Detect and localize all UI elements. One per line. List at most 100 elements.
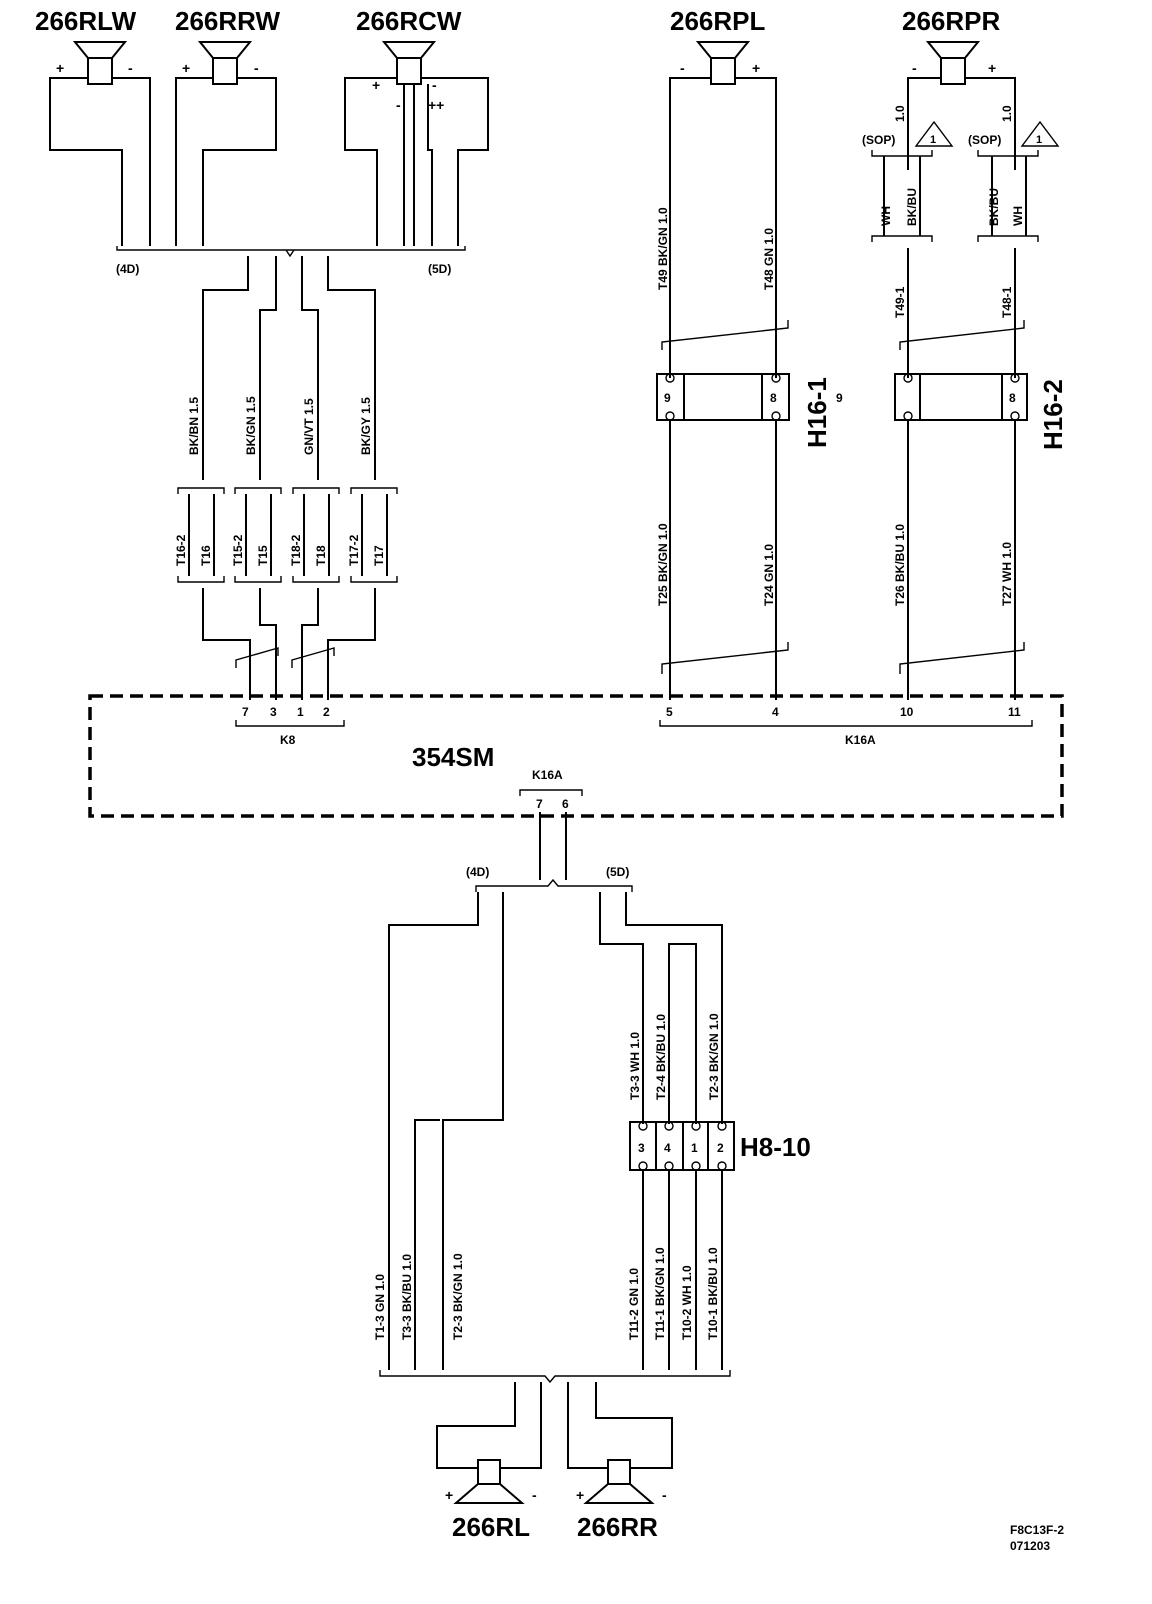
h16-1-pin-9: 9 <box>664 391 671 405</box>
wire-t10-2: T10-2 WH 1.0 <box>680 1265 694 1340</box>
sop-variant-right: (SOP) 1 BK/BU WH <box>968 120 1060 242</box>
wire-t2-3-b: T2-3 BK/GN 1.0 <box>451 1253 465 1340</box>
wire-t11-1: T11-1 BK/GN 1.0 <box>653 1247 667 1340</box>
h8-10-pin-2: 2 <box>717 1141 724 1155</box>
module-354sm-box <box>88 694 1064 818</box>
connector-h16-2: 8 H16-2 <box>894 373 1068 450</box>
sop-variant-left: (SOP) 1 WH BK/BU <box>862 120 954 242</box>
ref-code: F8C13F-2 <box>1010 1523 1064 1537</box>
label-t18: T18 <box>314 545 328 566</box>
wire-t48-1: T48-1 <box>1000 286 1014 318</box>
connector-k16a-right: 5 4 10 11 K16A <box>659 705 1033 747</box>
variant-5d-top: (5D) <box>428 262 451 276</box>
speaker-266rcw-label: 266RCW <box>356 6 462 36</box>
wire-t2-4: T2-4 BK/BU 1.0 <box>654 1014 668 1100</box>
speaker-266rpr: 266RPR - + <box>902 6 1000 85</box>
label-t17-2: T17-2 <box>347 534 361 566</box>
k8-pin-7: 7 <box>242 705 249 719</box>
k8-pin-2: 2 <box>323 705 330 719</box>
sop-left-note: 1 <box>930 134 936 146</box>
wire-t26: T26 BK/BU 1.0 <box>893 524 907 606</box>
rlw-minus: - <box>128 60 133 76</box>
wire-t2-3-a: T2-3 BK/GN 1.0 <box>707 1013 721 1100</box>
connector-k16a-bottom: K16A 7 6 <box>519 768 583 811</box>
rr-plus: + <box>576 1487 584 1503</box>
sop-right-label: (SOP) <box>968 133 1001 147</box>
label-t15-2: T15-2 <box>231 534 245 566</box>
rlw-plus: + <box>56 60 64 76</box>
rcw-minus-2: - <box>396 97 401 113</box>
rpl-minus: - <box>680 60 685 76</box>
h16-1-pin-8: 8 <box>770 391 777 405</box>
connector-h16-1: 9 8 H16-1 9 <box>656 373 843 448</box>
speaker-266rrw: 266RRW + - <box>175 6 280 85</box>
rcw-plusplus: ++ <box>428 97 444 113</box>
wire-wh: WH <box>879 206 893 226</box>
connector-h8-10: 3 4 1 2 H8-10 <box>629 1121 811 1171</box>
speaker-266rpl: 266RPL - + <box>670 6 765 85</box>
wire-t3-3wh: T3-3 WH 1.0 <box>628 1032 642 1100</box>
wire-gn-vt-15: GN/VT 1.5 <box>302 398 316 455</box>
k8-label: K8 <box>280 733 296 747</box>
connector-k8: 7 3 1 2 K8 <box>235 705 345 747</box>
wire-bk-gn-15: BK/GN 1.5 <box>244 396 258 455</box>
label-t17: T17 <box>372 545 386 566</box>
h16-2-label: H16-2 <box>1038 379 1068 450</box>
wire-t49: T49 BK/GN 1.0 <box>656 207 670 290</box>
module-354sm-label: 354SM <box>412 742 494 772</box>
speaker-266rl-label: 266RL <box>452 1512 530 1542</box>
sop-left-label: (SOP) <box>862 133 895 147</box>
speaker-266rlw-label: 266RLW <box>35 6 137 36</box>
variant-4d-bottom: (4D) <box>466 865 489 879</box>
h8-10-pin-3: 3 <box>638 1141 645 1155</box>
rcw-plus: + <box>372 77 380 93</box>
sop-right-note: 1 <box>1036 134 1042 146</box>
rl-plus: + <box>445 1487 453 1503</box>
rpl-plus: + <box>752 60 760 76</box>
wire-t3-3: T3-3 BK/BU 1.0 <box>400 1254 414 1340</box>
speaker-266rpl-label: 266RPL <box>670 6 765 36</box>
k16a-pin-4: 4 <box>772 705 779 719</box>
k16a-pin-6: 6 <box>562 797 569 811</box>
ref-date: 071203 <box>1010 1539 1050 1553</box>
h16-1-label: H16-1 <box>802 377 832 448</box>
speaker-266rcw: 266RCW + - - ++ <box>356 6 462 113</box>
rrw-plus: + <box>182 60 190 76</box>
rl-minus: - <box>532 1487 537 1503</box>
h8-10-pin-4: 4 <box>664 1141 671 1155</box>
wire-bk-gy-15: BK/GY 1.5 <box>359 397 373 455</box>
k16a-label-right: K16A <box>845 733 876 747</box>
wire-bk-bu-b: BK/BU <box>987 188 1001 226</box>
k8-pin-1: 1 <box>297 705 304 719</box>
label-t16: T16 <box>199 545 213 566</box>
k16a-pin-7: 7 <box>536 797 543 811</box>
speaker-266rr-label: 266RR <box>577 1512 658 1542</box>
wire-t49-1: T49-1 <box>893 286 907 318</box>
k16a-label-bottom: K16A <box>532 768 563 782</box>
variant-5d-bottom: (5D) <box>606 865 629 879</box>
h16-2-pin-8: 8 <box>1009 391 1016 405</box>
k16a-pin-5: 5 <box>666 705 673 719</box>
speaker-266rlw: 266RLW + - <box>35 6 137 85</box>
wire-bk-bu: BK/BU <box>905 188 919 226</box>
rrw-minus: - <box>254 60 259 76</box>
rcw-minus: - <box>432 77 437 93</box>
speaker-266rrw-label: 266RRW <box>175 6 280 36</box>
wire-wh-b: WH <box>1011 206 1025 226</box>
k16a-pin-11: 11 <box>1008 705 1021 719</box>
label-t16-2: T16-2 <box>174 534 188 566</box>
label-t18-2: T18-2 <box>289 534 303 566</box>
k16a-pin-10: 10 <box>900 705 914 719</box>
splice-group-k8: T16-2 T16 T15-2 T15 T18-2 T18 T17-2 T17 <box>174 487 398 583</box>
h16-1-extra-pin: 9 <box>836 391 843 405</box>
wire-t25: T25 BK/GN 1.0 <box>656 523 670 606</box>
wire-t11-2: T11-2 GN 1.0 <box>627 1268 641 1340</box>
rpr-minus: - <box>912 60 917 76</box>
speaker-266rr: + - 266RR <box>576 1459 667 1542</box>
rpr-left-size: 1.0 <box>893 105 907 122</box>
wire-t10-1: T10-1 BK/BU 1.0 <box>706 1247 720 1340</box>
rpr-right-size: 1.0 <box>1000 105 1014 122</box>
wire-t24: T24 GN 1.0 <box>762 544 776 606</box>
speaker-266rl: + - 266RL <box>445 1459 537 1542</box>
